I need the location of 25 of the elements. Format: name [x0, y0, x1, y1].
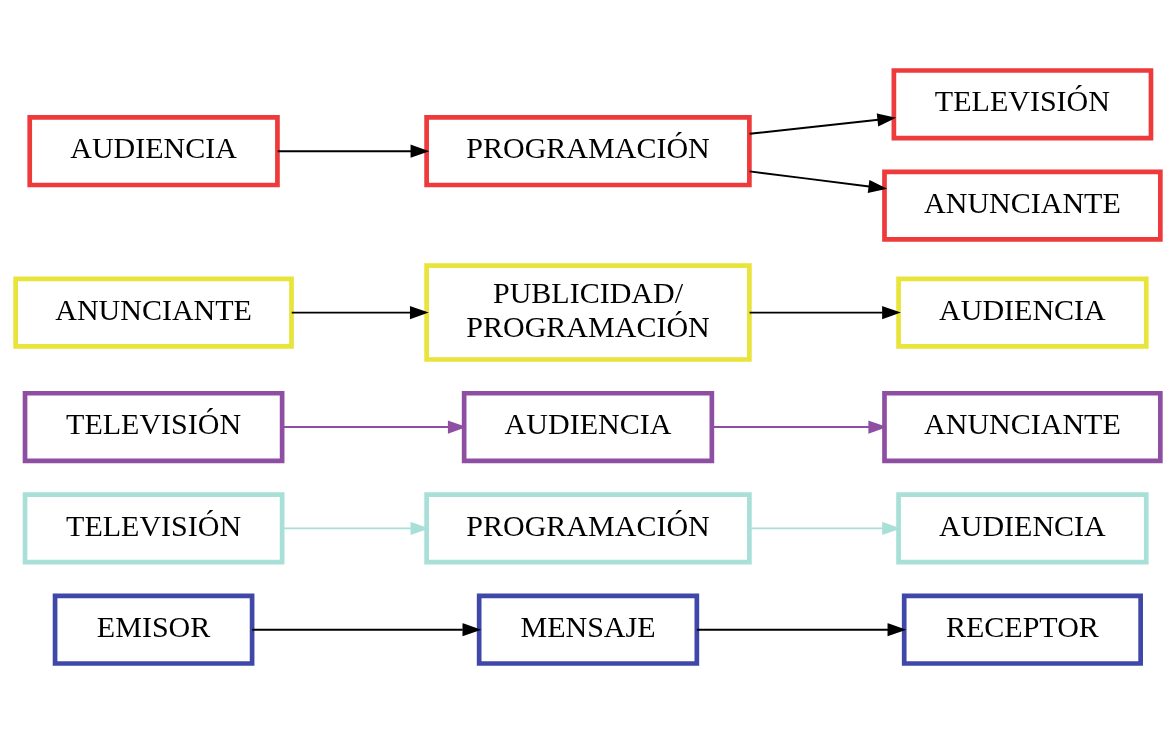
node-box: PROGRAMACIÓN: [424, 491, 752, 564]
node-box: AUDIENCIA: [896, 491, 1149, 564]
node-box: MENSAJE: [476, 593, 700, 666]
arrow: [276, 144, 430, 158]
node-box: AUDIENCIA: [27, 114, 280, 187]
node-box: AUDIENCIA: [461, 390, 715, 463]
node-box: TELEVISIÓN: [22, 491, 285, 564]
node-box: RECEPTOR: [901, 593, 1143, 666]
node-box: TELEVISIÓN: [891, 67, 1154, 140]
node-box: PUBLICIDAD/ PROGRAMACIÓN: [424, 262, 752, 362]
node-box: ANUNCIANTE: [882, 169, 1163, 242]
arrow: [748, 169, 888, 193]
node-box: EMISOR: [52, 593, 255, 666]
node-box: AUDIENCIA: [896, 275, 1149, 349]
arrow: [748, 112, 897, 135]
arrow: [251, 622, 482, 636]
node-box: TELEVISIÓN: [22, 390, 285, 463]
arrow: [711, 419, 888, 434]
arrow: [748, 305, 901, 319]
arrow: [281, 419, 467, 434]
node-box: ANUNCIANTE: [882, 390, 1163, 463]
node-box: ANUNCIANTE: [13, 275, 294, 349]
arrow: [695, 622, 907, 636]
node-box: PROGRAMACIÓN: [424, 114, 752, 187]
arrow: [290, 305, 429, 319]
